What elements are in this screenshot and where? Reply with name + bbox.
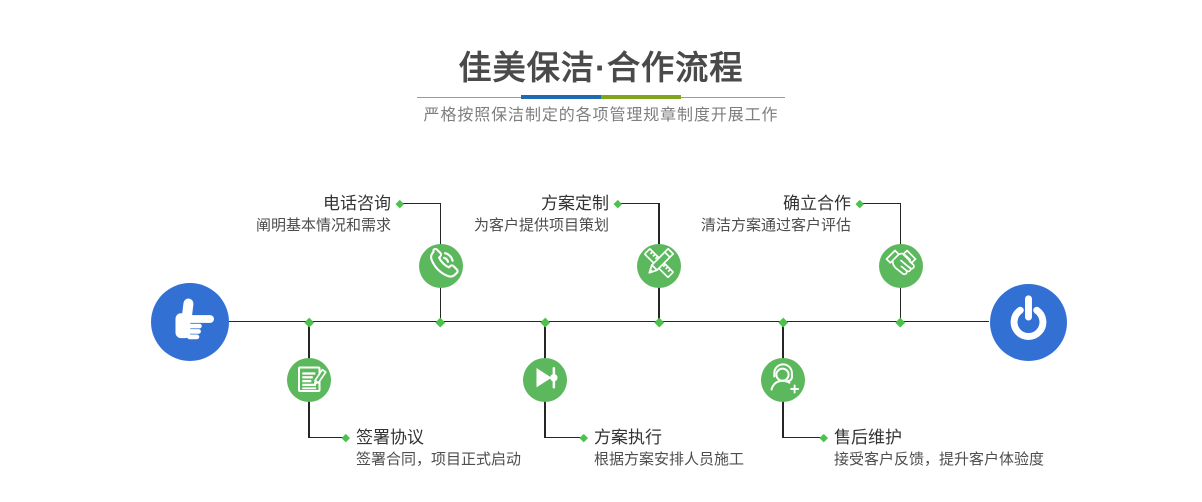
contract-edit-icon <box>287 356 331 405</box>
step-coop-text: 确立合作 清洁方案通过客户评估 <box>701 192 851 237</box>
page-subtitle: 严格按照保洁制定的各项管理规章制度开展工作 <box>423 107 779 124</box>
step-phone-text: 电话咨询 阐明基本情况和需求 <box>256 192 391 237</box>
hand-point-right-icon <box>151 281 229 364</box>
connector-line-horizontal <box>400 203 441 205</box>
label-pointer-diamond <box>614 199 622 208</box>
handshake-icon <box>879 241 923 290</box>
label-pointer-diamond <box>342 433 350 442</box>
step-desc: 根据方案安排人员施工 <box>594 451 745 468</box>
step-exec-text: 方案执行 根据方案安排人员施工 <box>594 426 744 471</box>
step-title: 方案定制 <box>541 194 609 213</box>
divider-accent-blue <box>521 95 601 99</box>
step-plan-text: 方案定制 为客户提供项目策划 <box>474 192 609 237</box>
step-sign-node <box>287 358 331 402</box>
step-sign-text: 签署协议 签署合同，项目正式启动 <box>356 426 521 471</box>
play-execute-icon <box>523 356 567 405</box>
step-desc: 接受客户反馈，提升客户体验度 <box>834 451 1045 468</box>
step-title: 售后维护 <box>834 428 902 447</box>
label-pointer-diamond <box>820 433 828 442</box>
step-title: 签署协议 <box>356 428 424 447</box>
page-title: 佳美保洁·合作流程 <box>458 49 744 86</box>
timeline-junction-diamond <box>778 317 788 327</box>
divider-accent-bar <box>521 95 681 99</box>
step-title: 方案执行 <box>594 428 662 447</box>
divider-accent-green <box>601 95 681 99</box>
timeline-main-line <box>229 320 989 323</box>
power-icon <box>990 281 1067 363</box>
timeline-junction-diamond <box>540 317 550 327</box>
step-exec-node <box>523 358 567 402</box>
connector-line-horizontal <box>545 436 585 439</box>
step-coop-node <box>878 241 923 290</box>
step-desc: 阐明基本情况和需求 <box>255 217 391 234</box>
timeline-junction-diamond <box>654 317 664 327</box>
label-pointer-diamond <box>580 433 588 442</box>
connector-line-horizontal <box>860 203 901 205</box>
step-service-node <box>761 358 805 402</box>
label-pointer-diamond <box>856 199 864 208</box>
step-phone-node <box>418 241 463 290</box>
connector-line-horizontal <box>618 203 659 205</box>
phone-call-icon <box>419 241 463 290</box>
timeline-junction-diamond <box>435 317 446 327</box>
label-pointer-diamond <box>396 199 404 208</box>
connector-line-horizontal <box>783 436 825 439</box>
step-title: 确立合作 <box>783 194 851 213</box>
step-title: 电话咨询 <box>323 194 391 213</box>
step-service-text: 售后维护 接受客户反馈，提升客户体验度 <box>834 426 1044 471</box>
headset-service-icon <box>761 356 805 405</box>
step-desc: 清洁方案通过客户评估 <box>700 217 851 234</box>
timeline-start-node <box>151 283 229 361</box>
plan-design-icon <box>637 241 681 290</box>
timeline-junction-diamond <box>895 317 906 327</box>
timeline-junction-diamond <box>304 317 314 327</box>
step-desc: 为客户提供项目策划 <box>473 217 609 234</box>
step-desc: 签署合同，项目正式启动 <box>356 451 522 468</box>
connector-line-horizontal <box>309 436 347 439</box>
step-plan-node <box>637 241 681 290</box>
timeline-end-node <box>989 281 1067 363</box>
title-divider <box>417 95 785 100</box>
